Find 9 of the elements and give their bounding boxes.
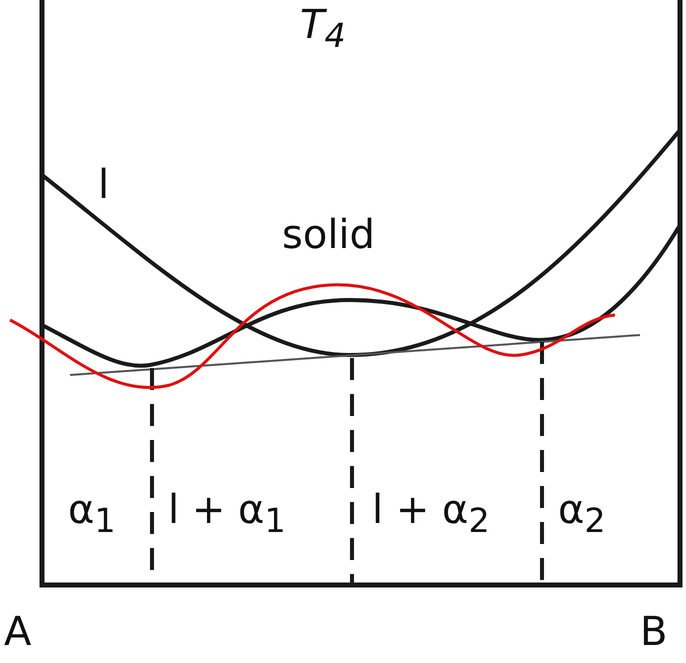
axis-label: A <box>4 612 32 652</box>
curve-label: l <box>98 165 110 205</box>
region-label: l + α$_{1}$ <box>168 490 286 538</box>
region-label: α$_{1}$ <box>68 490 116 538</box>
axis-label: B <box>640 612 668 652</box>
region-label: l + α$_{2}$ <box>372 490 490 538</box>
region-label: α$_{2}$ <box>558 490 606 538</box>
curve-label: solid <box>282 215 375 255</box>
axis-label: T$_{4}$ <box>300 5 346 52</box>
